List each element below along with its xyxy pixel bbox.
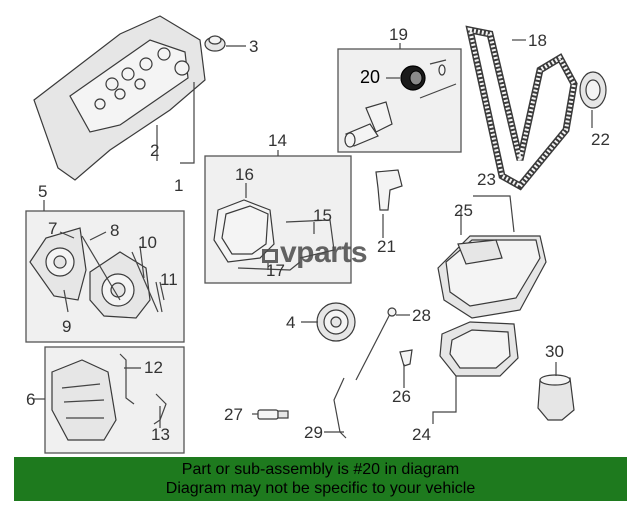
crankshaft-sprocket bbox=[579, 71, 607, 109]
timing-gasket-set bbox=[213, 199, 335, 271]
callout-14: 14 bbox=[268, 131, 287, 150]
callout-1: 1 bbox=[174, 176, 183, 195]
callout-21: 21 bbox=[377, 237, 396, 256]
callout-9: 9 bbox=[62, 317, 71, 336]
cylinder-head-cover bbox=[33, 15, 206, 181]
callout-26: 26 bbox=[392, 387, 411, 406]
callout-28: 28 bbox=[412, 306, 431, 325]
callout-17: 17 bbox=[266, 261, 285, 280]
vparts-logo-icon bbox=[262, 249, 278, 263]
callout-22: 22 bbox=[591, 130, 610, 149]
oil-pan-upper bbox=[437, 235, 547, 319]
callout-16: 16 bbox=[235, 165, 254, 184]
leader-lines bbox=[34, 39, 593, 433]
banner-line-1: Part or sub-assembly is #20 in diagram bbox=[181, 461, 460, 478]
callout-25: 25 bbox=[454, 201, 473, 220]
callout-11: 11 bbox=[160, 270, 178, 289]
callout-15: 15 bbox=[313, 206, 332, 225]
sensor-bracket bbox=[375, 169, 403, 211]
callout-5: 5 bbox=[38, 182, 47, 201]
banner-line-2: Diagram may not be specific to your vehi… bbox=[165, 480, 476, 497]
callout-20: 20 bbox=[360, 67, 380, 87]
oil-pan-lower bbox=[399, 321, 519, 377]
watermark-text: vparts bbox=[280, 236, 368, 269]
callout-12: 12 bbox=[144, 358, 163, 377]
callout-3: 3 bbox=[249, 37, 258, 56]
lower-timing-cover bbox=[51, 353, 167, 441]
timing-tensioner-assembly bbox=[344, 59, 457, 148]
oil-filter bbox=[537, 374, 575, 421]
drain-plug bbox=[257, 409, 289, 420]
callout-24: 24 bbox=[412, 425, 431, 444]
callout-19: 19 bbox=[389, 25, 408, 44]
callout-numbers: 1 2 3 4 5 6 7 8 9 10 11 12 13 14 15 16 1… bbox=[26, 25, 610, 444]
callout-27: 27 bbox=[224, 405, 243, 424]
callout-4: 4 bbox=[286, 313, 295, 332]
callout-6: 6 bbox=[26, 390, 35, 409]
vparts-watermark: vparts bbox=[262, 236, 368, 270]
callout-29: 29 bbox=[304, 423, 323, 442]
info-banner: Part or sub-assembly is #20 in diagram D… bbox=[14, 457, 627, 501]
callout-7: 7 bbox=[48, 219, 57, 238]
timing-cover-assembly bbox=[29, 227, 163, 319]
oil-dipstick bbox=[333, 307, 397, 439]
idler-pulley-20 bbox=[400, 65, 426, 91]
callout-2: 2 bbox=[150, 141, 159, 160]
callout-18: 18 bbox=[528, 31, 547, 50]
callout-23: 23 bbox=[477, 170, 496, 189]
callout-13: 13 bbox=[151, 425, 170, 444]
oil-filler-cap bbox=[204, 35, 226, 52]
callout-10: 10 bbox=[138, 233, 157, 252]
callout-30: 30 bbox=[545, 342, 564, 361]
crankshaft-pulley bbox=[316, 302, 356, 342]
callout-8: 8 bbox=[110, 221, 119, 240]
timing-belt bbox=[465, 25, 578, 191]
